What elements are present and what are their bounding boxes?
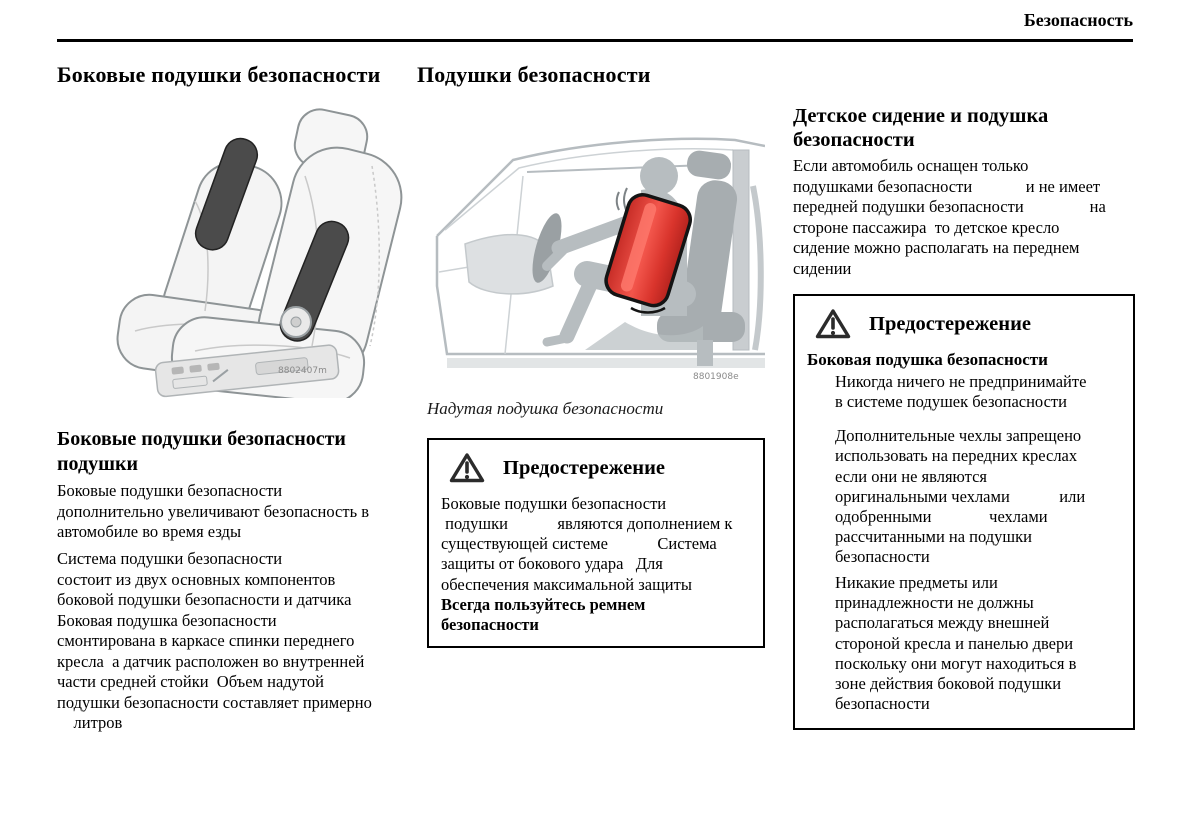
warning-title: Предостережение <box>503 456 665 479</box>
warning-title-row: Предостережение <box>449 452 751 484</box>
inflated-airbag <box>604 193 692 308</box>
car-airbag-illustration: 8801908e <box>435 126 765 390</box>
warning-text: Дополнительные чехлы запрещено использов… <box>835 426 1086 566</box>
warning-bold-text: Всегда пользуйтесь ремнем безопасности <box>441 594 646 634</box>
section-heading-child-seat: Детское сидение и подушка безопасности <box>793 105 1049 152</box>
warning-triangle-icon <box>815 308 851 340</box>
subheading-side-airbags: Боковые подушки безопасности подушки <box>57 428 346 475</box>
figure-code: 8802407m <box>278 366 327 376</box>
warning-title: Предостережение <box>869 312 1031 335</box>
section-heading-airbags: Подушки безопасности <box>417 62 651 87</box>
warning-title-row: Предостережение <box>815 308 1121 340</box>
figure-code: 8801908e <box>693 372 739 382</box>
warning-box-side-airbags: Предостережение Боковые подушки безопасн… <box>427 438 765 648</box>
warning-text: Никогда ничего не предпринимайте в систе… <box>835 372 1087 412</box>
warning-subheading: Боковая подушка безопасности <box>807 350 1048 369</box>
paragraph: Система подушки безопасности состоит из … <box>57 549 372 733</box>
warning-box-child-seat: Предостережение Боковая подушка безопасн… <box>793 294 1135 730</box>
paragraph: Боковые подушки безопасности дополнитель… <box>57 481 370 542</box>
figure-caption: Надутая подушка безопасности <box>427 399 664 418</box>
header-rule <box>57 39 1133 42</box>
warning-text: Никакие предметы или принадлежности не д… <box>835 573 1077 713</box>
seats-illustration: 8802407m <box>60 106 405 398</box>
side-airbag-pad-far <box>194 137 259 251</box>
paragraph: Если автомобиль оснащен только подушками… <box>793 156 1106 278</box>
warning-text: Боковые подушки безопасности подушки явл… <box>441 494 733 594</box>
section-heading-side-airbags: Боковые подушки безопасности <box>57 62 381 87</box>
page-header-title: Безопасность <box>1023 10 1133 30</box>
warning-triangle-icon <box>449 452 485 484</box>
